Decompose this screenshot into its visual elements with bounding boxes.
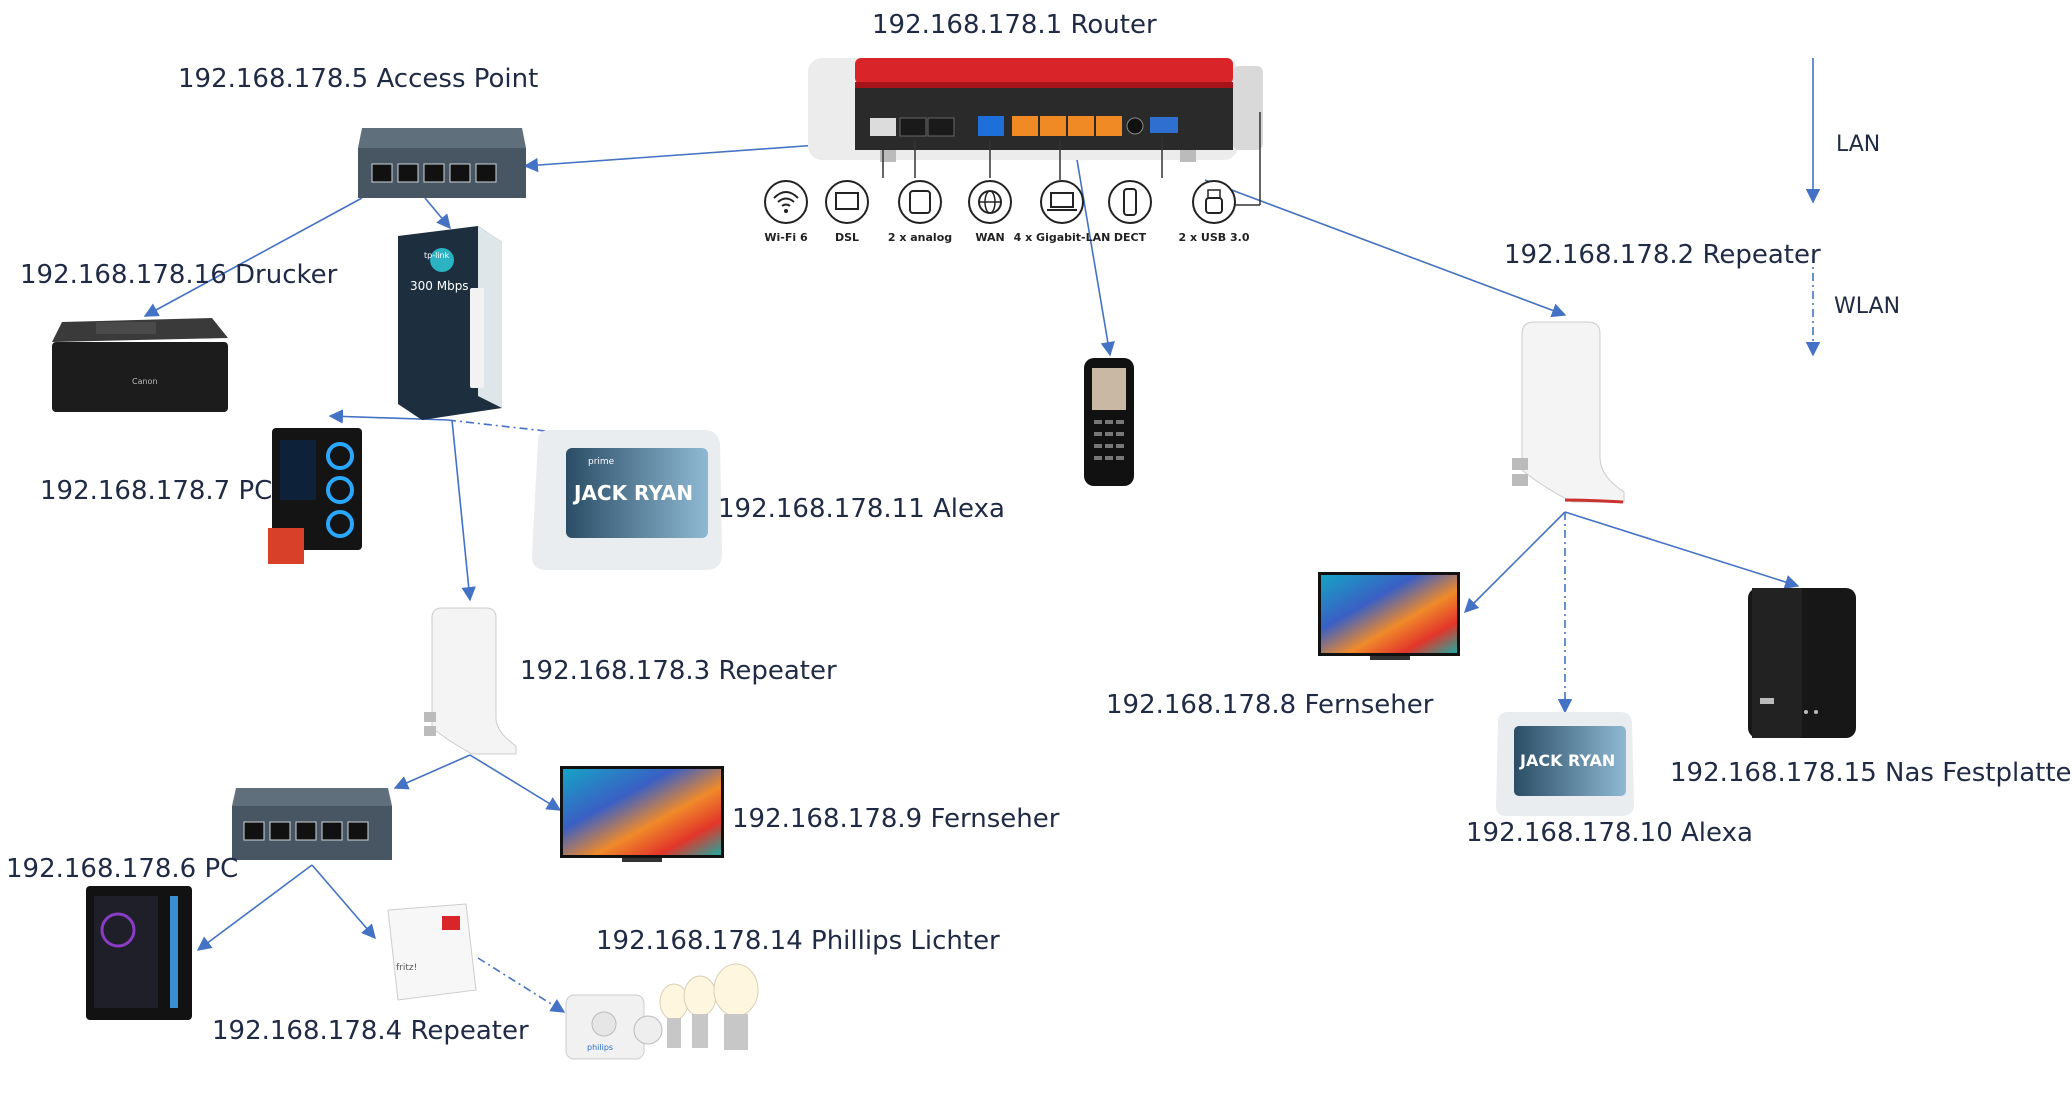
printer-device: Canon [52, 318, 228, 412]
router-port-labels: Wi-Fi 6 DSL 2 x analog WAN 4 x Gigabit-L… [764, 231, 1249, 244]
access-point-label: 192.168.178.5 Access Point [178, 64, 539, 94]
router-label: 192.168.178.1 Router [872, 10, 1157, 40]
pc7-label: 192.168.178.7 PC [40, 476, 273, 506]
drucker-label: 192.168.178.16 Drucker [20, 260, 338, 290]
link-router-accesspoint [523, 144, 819, 173]
port-label-dsl: DSL [835, 231, 859, 244]
pc6-label: 192.168.178.6 PC [6, 854, 239, 884]
laptop-icon [1040, 180, 1084, 224]
link-repeater2-fernseher8 [1463, 511, 1566, 614]
fernseher9-label: 192.168.178.9 Fernseher [732, 804, 1060, 834]
extender-brand: tp-link [424, 251, 450, 260]
dsl-port-icon [825, 180, 869, 224]
alexa11-prime-text: prime [588, 457, 615, 467]
fernseher8-label: 192.168.178.8 Fernseher [1106, 690, 1434, 720]
phone-port-icon [898, 180, 942, 224]
link-router-repeater2 [1204, 179, 1567, 318]
alexa10-label: 192.168.178.10 Alexa [1466, 818, 1753, 848]
pc7-tower [268, 428, 362, 564]
alexa10-show-title: JACK RYAN [1519, 751, 1615, 770]
alexa10-echo-show: JACK RYAN [1496, 712, 1634, 816]
link-repeater2-nas [1564, 511, 1800, 589]
repeater4-label: 192.168.178.4 Repeater [212, 1016, 529, 1046]
wifi-icon [764, 180, 808, 224]
extender-speed: 300 Mbps [410, 279, 469, 293]
dect-phone [1084, 358, 1134, 486]
link-repeater4-lichter [477, 957, 566, 1013]
link-repeater3-fernseher9 [469, 754, 562, 811]
repeater2-label: 192.168.178.2 Repeater [1504, 240, 1821, 270]
port-label-lan: 4 x Gigabit-LAN [1014, 231, 1111, 244]
fernseher9-tv [560, 766, 724, 862]
repeater4-brand: fritz! [396, 963, 417, 973]
link-switch-repeater4 [311, 864, 376, 940]
repeater3-label: 192.168.178.3 Repeater [520, 656, 837, 686]
router-port-icons [764, 180, 1236, 224]
repeater4-device: fritz! [387, 903, 477, 1001]
port-label-usb: 2 x USB 3.0 [1179, 231, 1250, 244]
port-label-wan: WAN [975, 231, 1004, 244]
globe-icon [968, 180, 1012, 224]
link-accesspoint-drucker [143, 197, 363, 317]
link-repeater3-switch [393, 754, 471, 790]
repeater3-device [424, 607, 517, 755]
access-point-switch [358, 128, 526, 198]
link-router-dect-phone [1074, 147, 1115, 357]
port-label-wifi: Wi-Fi 6 [764, 231, 808, 244]
lichter14-label: 192.168.178.14 Phillips Lichter [596, 926, 1000, 956]
router-device [808, 58, 1263, 206]
link-extender-pc7 [328, 409, 449, 424]
repeater2-device [1512, 321, 1625, 504]
legend-lan-label: LAN [1836, 132, 1881, 157]
pc6-tower [86, 886, 192, 1020]
link-accesspoint-extender [424, 197, 451, 230]
alexa11-echo-show: prime JACK RYAN [532, 430, 722, 570]
nas-device [1748, 588, 1856, 738]
link-switch-pc6 [196, 864, 313, 951]
philips-lights: philips [565, 963, 759, 1060]
fernseher8-tv [1318, 572, 1460, 660]
nas15-label: 192.168.178.15 Nas Festplatte [1670, 758, 2072, 788]
link-extender-repeater3 [451, 419, 476, 602]
port-label-dect: DECT [1114, 231, 1147, 244]
philips-brand: philips [587, 1043, 613, 1052]
lower-switch [232, 788, 392, 860]
tplink-extender-box: tp-link 300 Mbps [398, 226, 502, 420]
dect-handset-icon [1108, 180, 1152, 224]
usb-icon [1192, 180, 1236, 224]
legend-wlan-label: WLAN [1834, 294, 1901, 319]
alexa11-show-title: JACK RYAN [572, 481, 693, 505]
port-label-analog: 2 x analog [888, 231, 952, 244]
printer-brand: Canon [132, 377, 158, 386]
alexa11-label: 192.168.178.11 Alexa [718, 494, 1005, 524]
